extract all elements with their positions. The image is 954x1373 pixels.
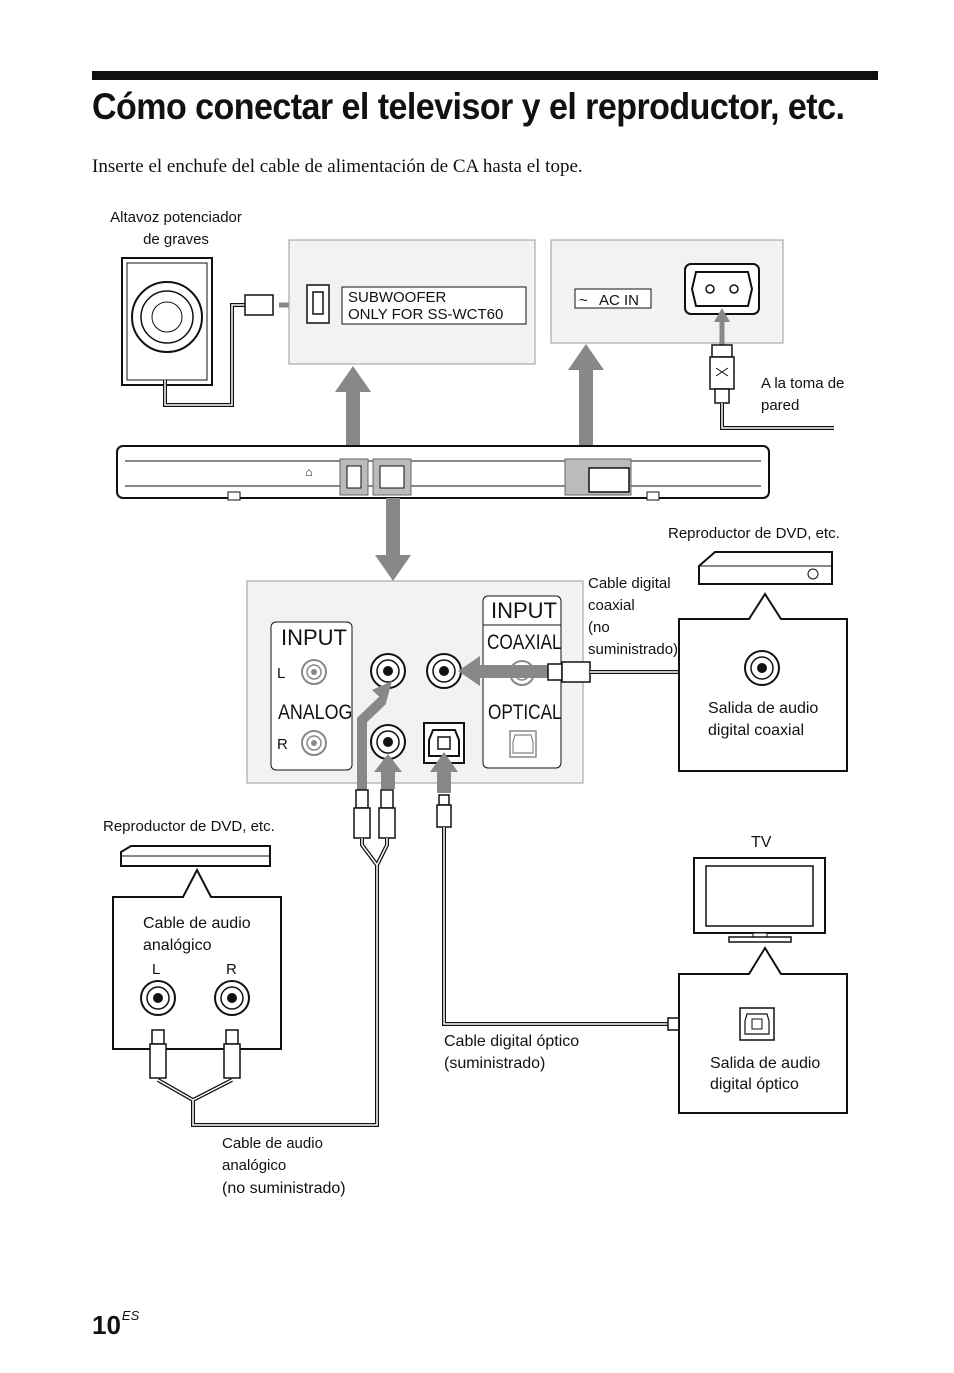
subwoofer-label-2: de graves xyxy=(143,231,209,248)
dvd-player-icon xyxy=(698,551,833,585)
dvd-top-label: Reproductor de DVD, etc. xyxy=(668,525,840,542)
analog-box-label-1: Cable de audio xyxy=(143,915,251,932)
coax-cable-label-4: suministrado) xyxy=(588,641,678,658)
subwoofer-connector xyxy=(244,294,274,316)
ac-in-text: AC IN xyxy=(599,292,639,309)
ac-inlet-icon xyxy=(684,263,760,315)
tv-icon xyxy=(693,857,826,943)
analog-box-r: R xyxy=(226,961,237,978)
subwoofer-panel-text-2: ONLY FOR SS-WCT60 xyxy=(348,306,503,323)
optical-out-label-1: Salida de audio xyxy=(710,1055,820,1072)
dvd-left-label: Reproductor de DVD, etc. xyxy=(103,818,275,835)
input-left-label: INPUT xyxy=(281,625,347,650)
coax-cable-label-1: Cable digital xyxy=(588,575,671,592)
optical-label: OPTICAL xyxy=(488,702,562,725)
analog-label: ANALOG xyxy=(278,701,352,725)
page-title: Cómo conectar el televisor y el reproduc… xyxy=(92,86,845,127)
subwoofer-port xyxy=(306,284,330,324)
optical-cable-label-1: Cable digital óptico xyxy=(444,1033,579,1050)
subwoofer-speaker-icon xyxy=(121,257,213,386)
optical-out-label-2: digital óptico xyxy=(710,1076,799,1093)
svg-text:⌂: ⌂ xyxy=(305,465,312,479)
analog-box-l: L xyxy=(152,961,160,978)
dvd-player-left-icon xyxy=(120,845,271,867)
coax-out-label-1: Salida de audio xyxy=(708,700,818,717)
coax-out-label-2: digital coaxial xyxy=(708,722,804,739)
tv-label: TV xyxy=(751,834,772,851)
coax-cable-label-3: (no xyxy=(588,619,610,636)
analog-plugs-top xyxy=(157,789,396,1127)
title-rule xyxy=(92,71,878,80)
coaxial-label: COAXIAL xyxy=(487,632,562,655)
subwoofer-label-1: Altavoz potenciador xyxy=(110,209,242,226)
coax-cable-label-2: coaxial xyxy=(588,597,635,614)
analog-cable-label-1: Cable de audio xyxy=(222,1135,323,1152)
analog-box-label-2: analógico xyxy=(143,937,212,954)
ac-symbol: ~ xyxy=(579,292,588,309)
page-number: 10ES xyxy=(92,1308,140,1340)
soundbar-rear: ⌂ xyxy=(116,445,770,501)
analog-r-label: R xyxy=(277,736,288,753)
power-plug-icon xyxy=(709,308,834,430)
intro-text: Inserte el enchufe del cable de alimenta… xyxy=(92,156,583,177)
analog-cable-label-2: analógico xyxy=(222,1157,286,1174)
analog-l-label: L xyxy=(277,665,285,682)
analog-cable-label-3: (no suministrado) xyxy=(222,1180,346,1197)
optical-cable-label-2: (suministrado) xyxy=(444,1055,545,1072)
wall-label-2: pared xyxy=(761,397,799,414)
wall-label-1: A la toma de xyxy=(761,375,844,392)
input-right-label: INPUT xyxy=(491,598,557,623)
dvd-left-callout xyxy=(112,867,282,1050)
subwoofer-panel-text-1: SUBWOOFER xyxy=(348,289,447,306)
